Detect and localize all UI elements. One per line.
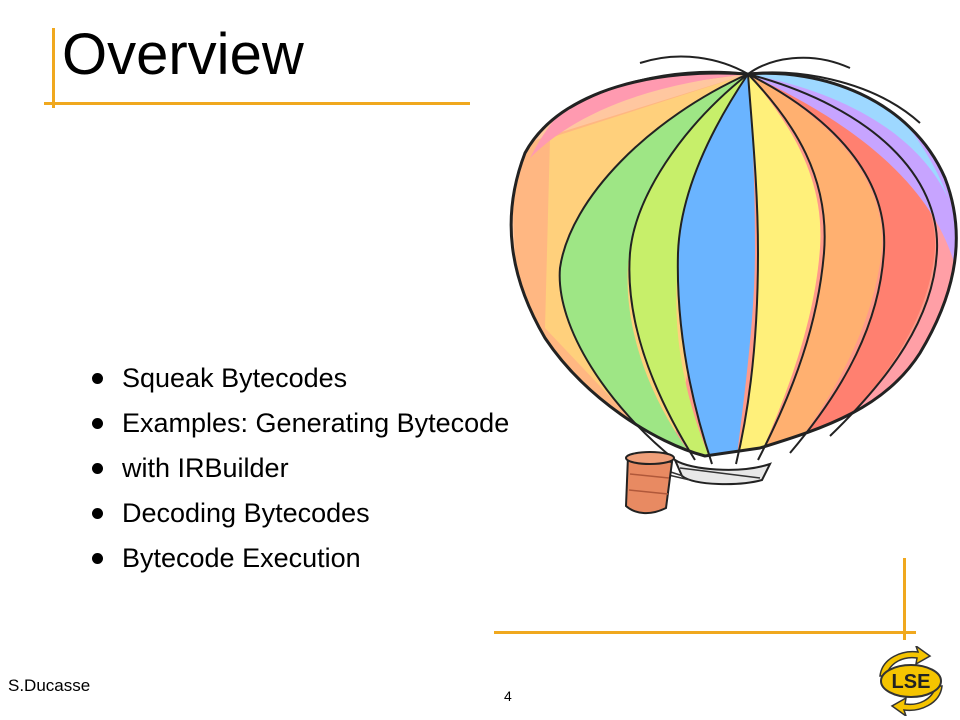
page-number: 4: [504, 688, 512, 704]
bullet-dot-icon: [92, 463, 103, 474]
title-rule-vertical: [52, 28, 55, 108]
list-item: with IRBuilder: [88, 446, 509, 491]
bullet-list: Squeak Bytecodes Examples: Generating By…: [88, 356, 509, 581]
logo-text: LSE: [892, 671, 931, 693]
bullet-dot-icon: [92, 508, 103, 519]
hot-air-balloon-icon: [509, 55, 958, 514]
bullet-dot-icon: [92, 373, 103, 384]
bullet-dot-icon: [92, 553, 103, 564]
author-name: S.Ducasse: [8, 676, 91, 695]
title-rule-horizontal: [44, 102, 470, 105]
footer-rule-vertical: [903, 558, 906, 640]
list-item: Squeak Bytecodes: [88, 356, 509, 401]
lse-logo-icon: LSE: [879, 646, 943, 716]
slide-title: Overview: [62, 22, 304, 87]
list-item: Examples: Generating Bytecode: [88, 401, 509, 446]
bullet-dot-icon: [92, 418, 103, 429]
list-item: Decoding Bytecodes: [88, 491, 509, 536]
footer-rule-horizontal: [494, 631, 916, 634]
list-item: Bytecode Execution: [88, 536, 509, 581]
